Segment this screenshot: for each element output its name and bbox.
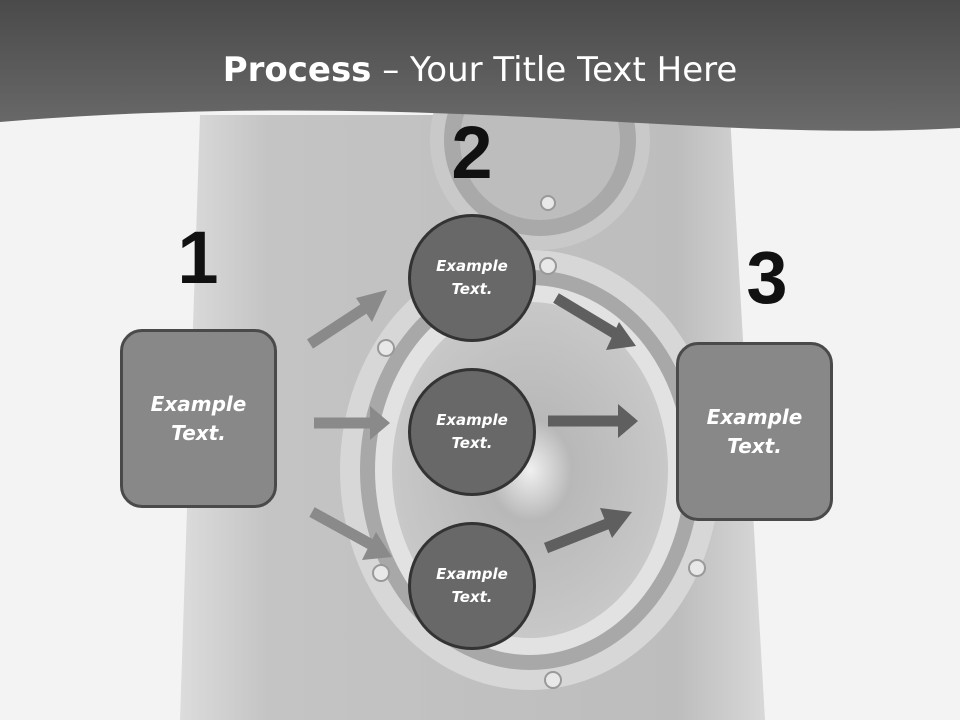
arrow-from-top [553, 293, 636, 350]
arrow-from-middle [548, 404, 638, 438]
header-band [0, 0, 960, 131]
arrow-from-bottom [543, 508, 632, 554]
circle-top-label: Example Text. [436, 257, 508, 298]
step-2-circle-middle: Example Text. [408, 368, 536, 496]
step-2-circle-top: Example Text. [408, 214, 536, 342]
step-1-box: Example Text. [120, 329, 277, 508]
arrow-to-middle [314, 406, 390, 440]
step-1-label: Example Text. [150, 391, 247, 445]
step-3-label: Example Text. [706, 404, 803, 458]
circle-middle-label: Example Text. [436, 411, 508, 452]
slide-title: Process – Your Title Text Here [0, 50, 960, 90]
step-3-box: Example Text. [676, 342, 833, 521]
title-rest: – Your Title Text Here [371, 50, 738, 90]
arrow-to-bottom [309, 507, 392, 560]
step-number-2: 2 [451, 111, 493, 194]
step-2-circle-bottom: Example Text. [408, 522, 536, 650]
step-number-1: 1 [177, 216, 219, 299]
title-bold: Process [222, 50, 372, 90]
step-number-3: 3 [746, 236, 788, 319]
circle-bottom-label: Example Text. [436, 565, 508, 606]
arrow-to-top [306, 290, 387, 349]
